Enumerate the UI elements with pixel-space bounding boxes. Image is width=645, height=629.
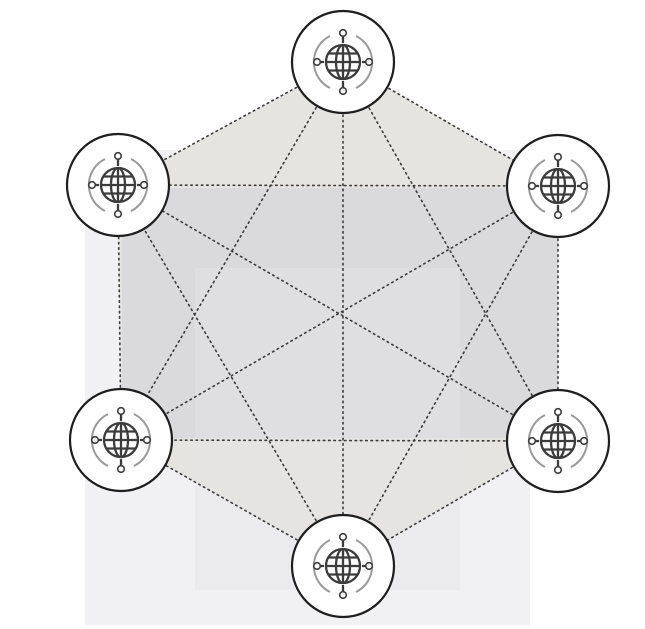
edge-upper-right-upper-left [117,184,559,187]
edge-bottom-upper-left [117,184,344,567]
globe-network-icon [312,532,374,600]
node-group [65,9,611,619]
node-lower-right [505,388,611,494]
globe-network-icon [312,28,374,96]
edge-lower-right-lower-left [120,439,559,442]
edge-top-lower-right [342,61,559,442]
node-top [290,9,396,115]
globe-network-icon [527,407,589,475]
edge-lower-right-upper-left [117,184,559,442]
node-bottom [290,513,396,619]
edge-upper-right-bottom [342,185,559,567]
globe-network-icon [90,406,152,474]
node-lower-left [68,387,174,493]
globe-network-icon [527,152,589,220]
edge-upper-right-lower-left [120,185,559,441]
globe-network-icon [87,151,149,219]
node-upper-left [65,132,171,238]
inner-panel-shade [195,268,460,590]
node-upper-right [505,133,611,239]
